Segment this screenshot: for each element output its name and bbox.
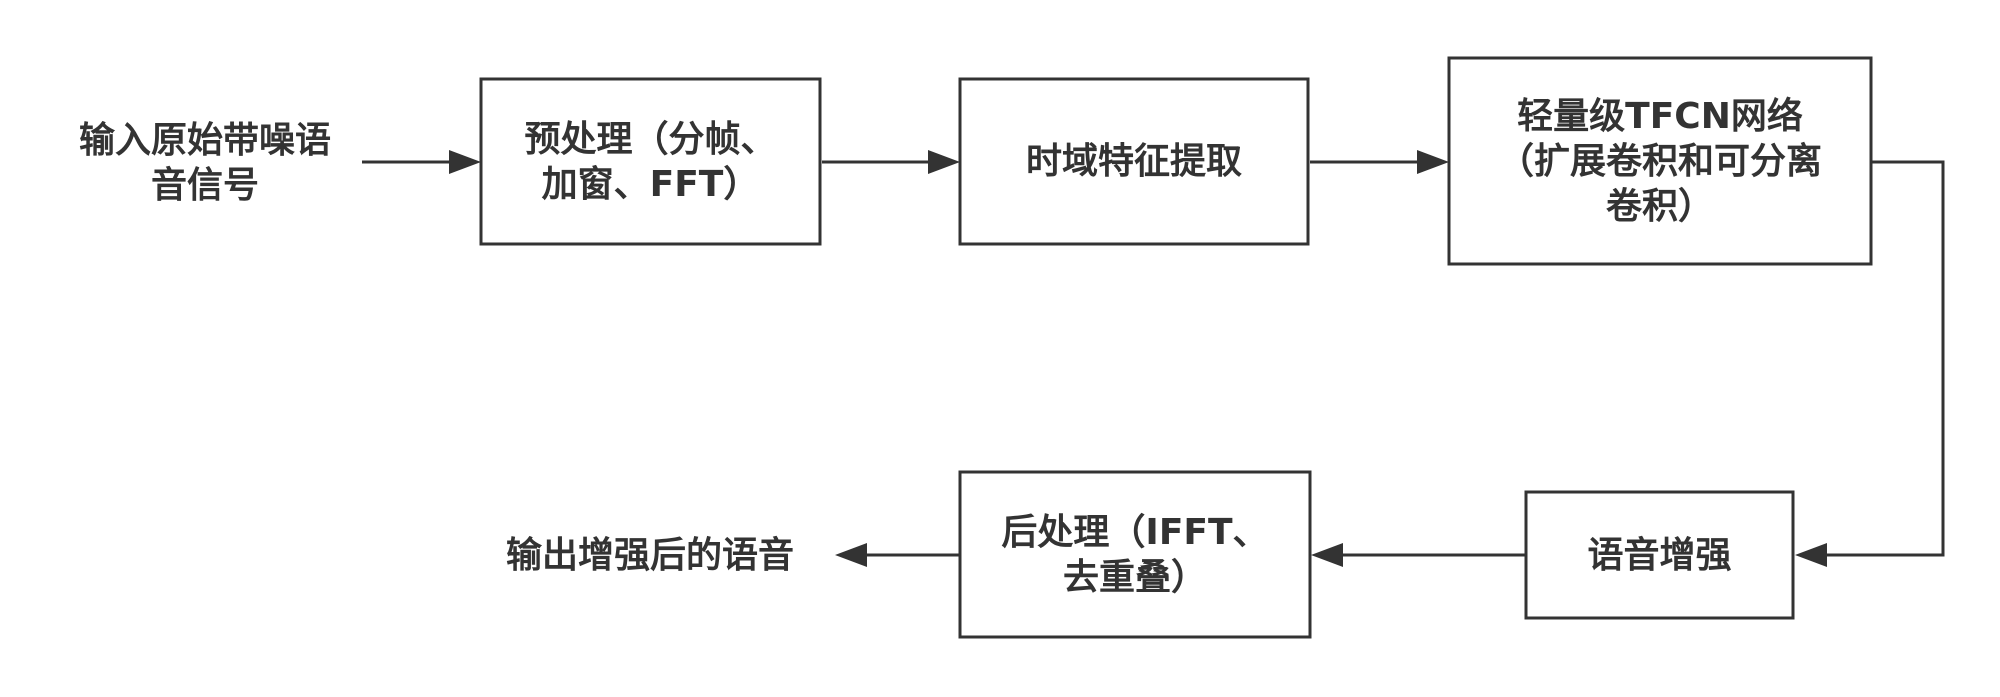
- arrowhead-tfcn-to-enhance: [1795, 543, 1827, 567]
- postprocess-label-line-1: 后处理（IFFT、: [1001, 511, 1269, 553]
- enhance-node-label: 语音增强: [1526, 492, 1793, 618]
- output-speech-label: 输出增强后的语音: [470, 520, 830, 590]
- tfcn-label-line-1: 轻量级TFCN网络: [1517, 95, 1803, 137]
- preprocess-label-line-1: 预处理（分帧、: [524, 118, 777, 160]
- postprocess-label-line-2: 去重叠）: [1062, 556, 1207, 598]
- tfcn-box: [1447, 56, 1873, 266]
- arrowhead-postprocess-to-output: [835, 543, 867, 567]
- input-signal-label: 输入原始带噪语 音信号: [55, 105, 355, 220]
- postprocess-node-label: 后处理（IFFT、 去重叠）: [960, 472, 1310, 637]
- feature-box: [958, 77, 1310, 246]
- enhance-box: [1524, 490, 1795, 620]
- preprocess-box: [479, 77, 822, 246]
- edge-tfcn-to-enhance: [1826, 160, 1945, 557]
- arrowhead-input-to-preprocess: [449, 150, 481, 174]
- postprocess-box: [958, 470, 1312, 639]
- tfcn-node-label: 轻量级TFCN网络 （扩展卷积和可分离 卷积）: [1449, 58, 1871, 264]
- arrowhead-preprocess-to-feature: [928, 150, 960, 174]
- feature-node-label: 时域特征提取: [960, 79, 1308, 244]
- tfcn-label-line-2: （扩展卷积和可分离: [1497, 140, 1822, 182]
- enhance-label-line-1: 语音增强: [1587, 534, 1732, 576]
- feature-label-line-1: 时域特征提取: [1025, 141, 1242, 182]
- preprocess-node-label: 预处理（分帧、 加窗、FFT）: [481, 79, 820, 244]
- arrowhead-enhance-to-postprocess: [1311, 543, 1343, 567]
- input-signal-label-line-1: 输入原始带噪语: [78, 119, 331, 161]
- input-signal-label-line-2: 音信号: [150, 164, 259, 206]
- tfcn-label-line-3: 卷积）: [1605, 185, 1714, 227]
- output-label-line-1: 输出增强后的语音: [505, 534, 794, 576]
- preprocess-label-line-2: 加窗、FFT）: [541, 163, 760, 205]
- arrowhead-feature-to-tfcn: [1417, 150, 1449, 174]
